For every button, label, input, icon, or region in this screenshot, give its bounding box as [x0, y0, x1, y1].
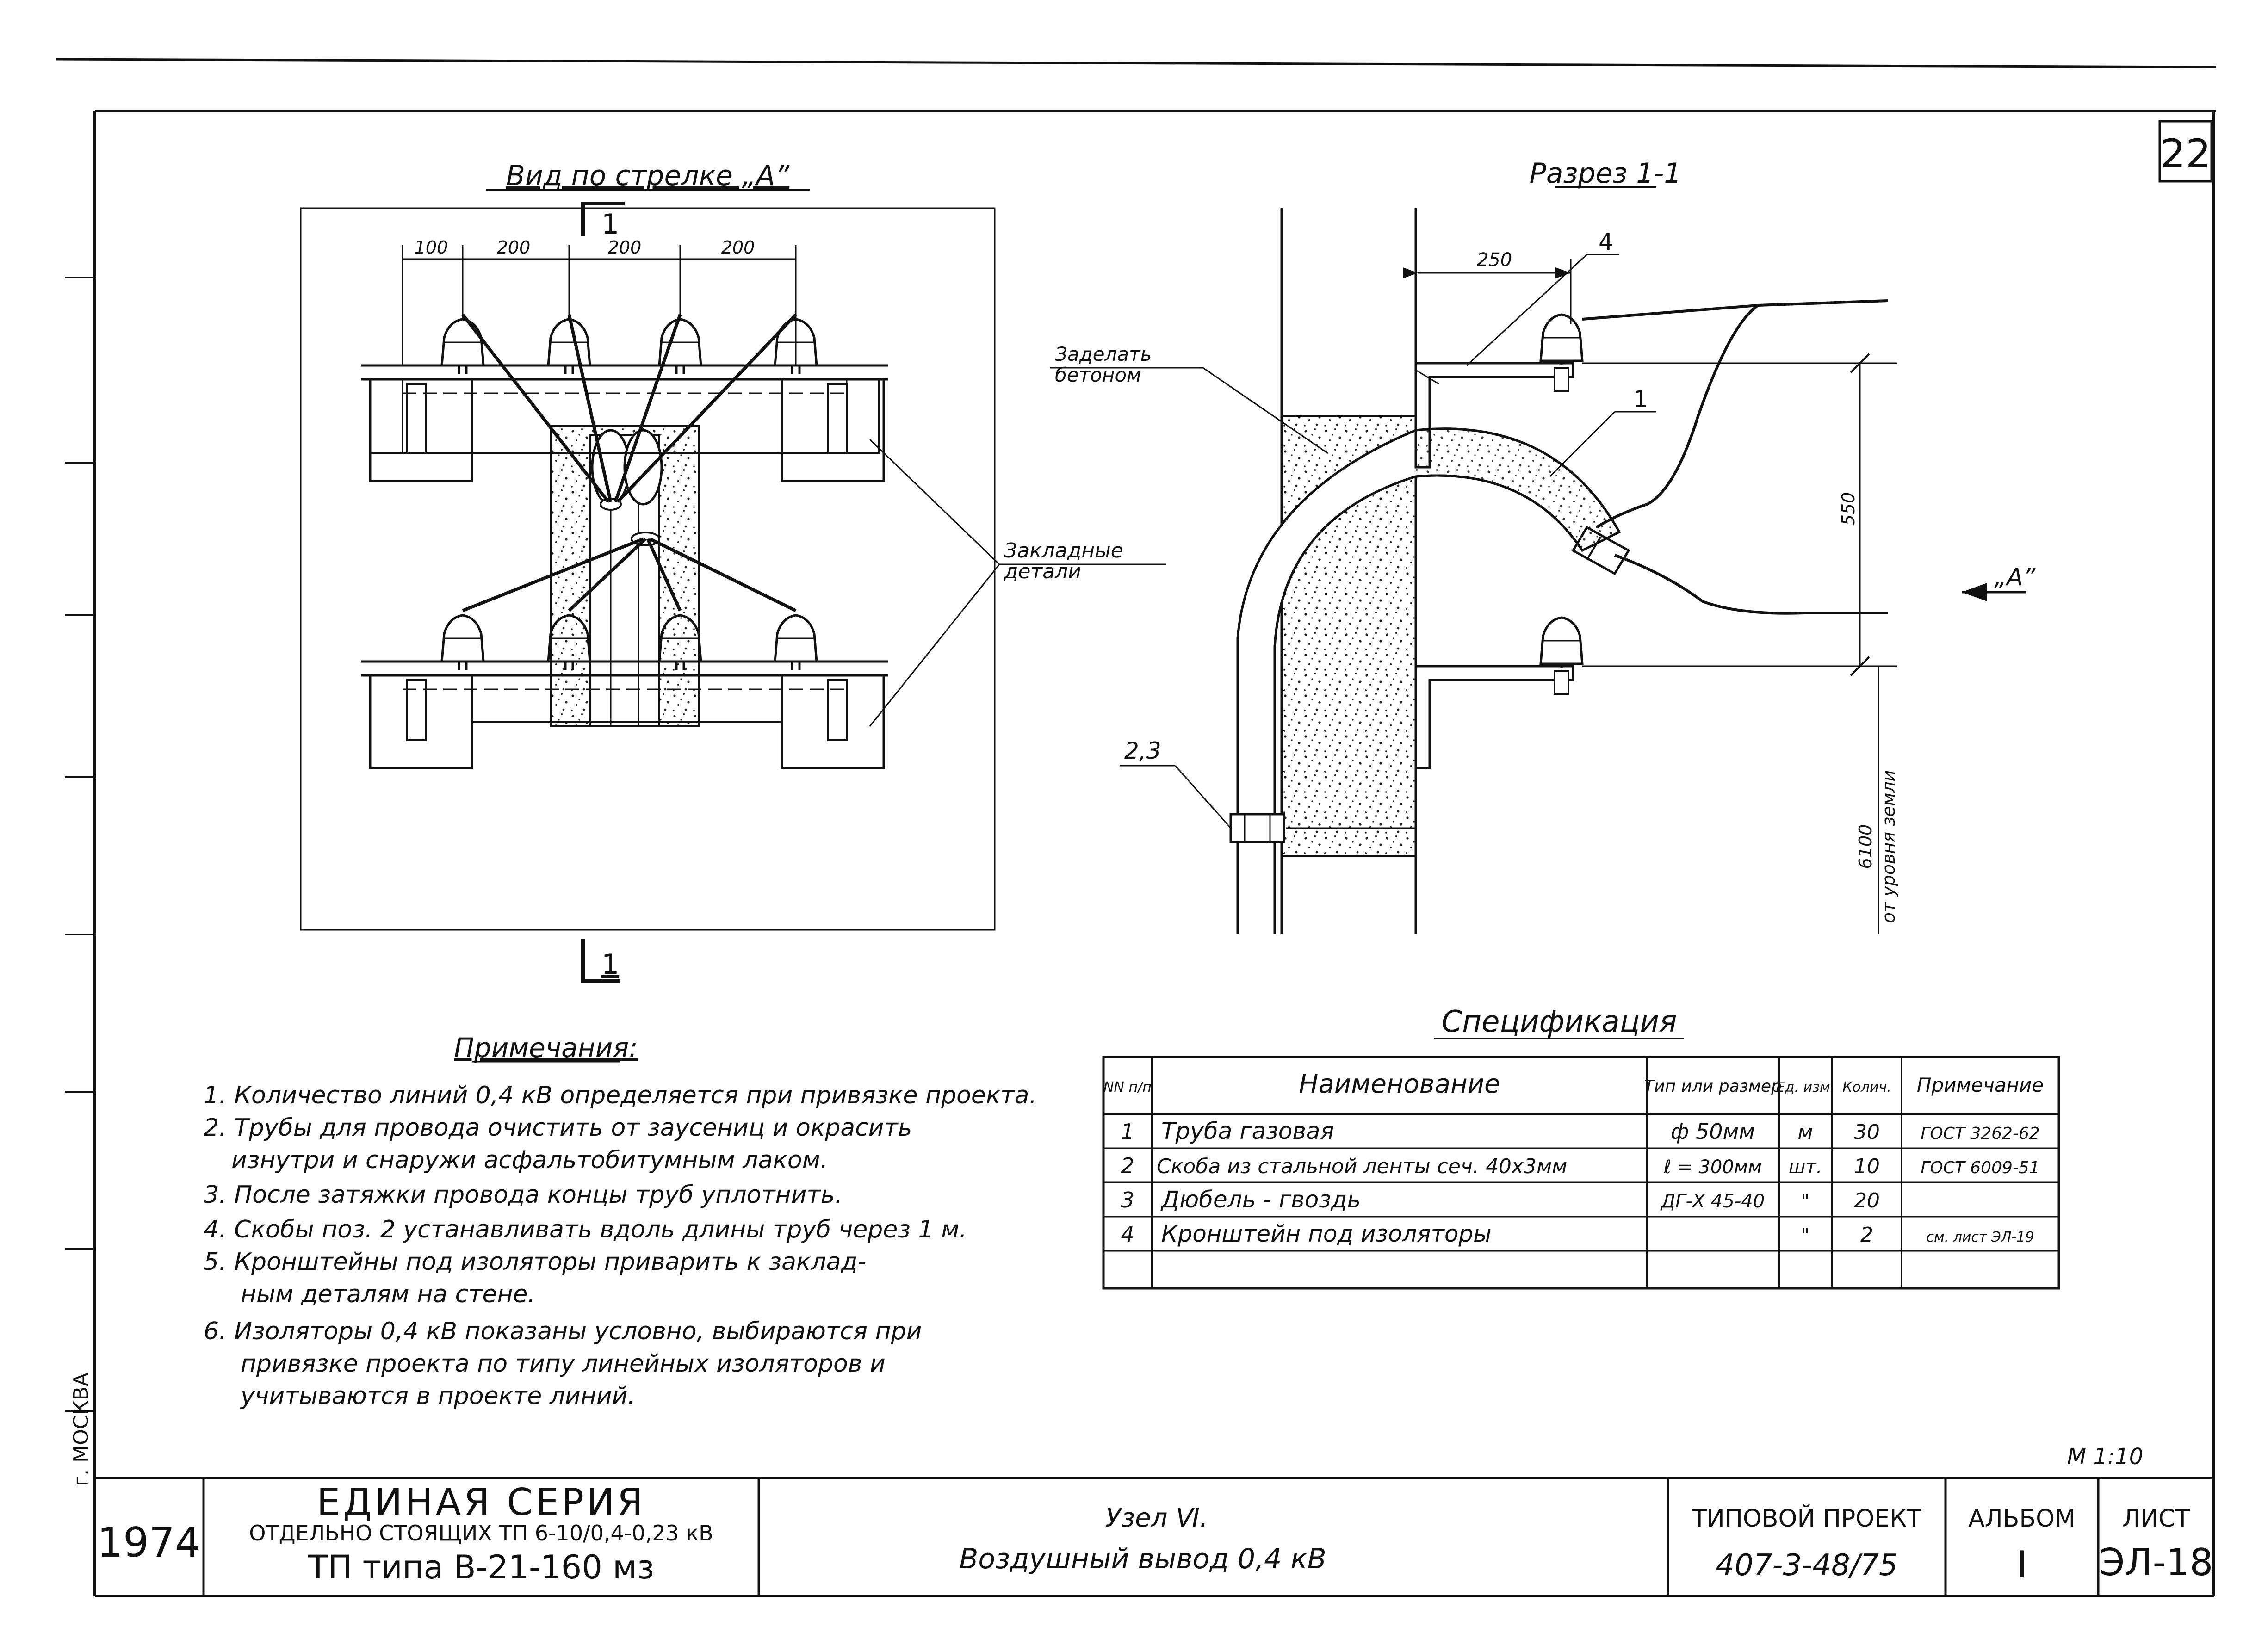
label-concrete-2: бетоном [1055, 364, 1141, 386]
insulators-lower-view [440, 614, 818, 670]
wire-lower-section [1614, 554, 1888, 615]
side-city-text: г. МОСКВА [69, 1373, 93, 1486]
note-line-10: учитываются в проекте линий. [240, 1382, 635, 1410]
title-album-number: I [2016, 1543, 2027, 1586]
wires-view [461, 313, 797, 612]
note-line-9: привязке проекта по типу линейных изолят… [241, 1350, 886, 1378]
scale-label: М 1:10 [2067, 1444, 2143, 1470]
sheet-number-box: 22 [2158, 120, 2213, 183]
spec-r1-name: Труба газовая [1161, 1118, 1334, 1144]
notes: Примечания: 1. Количество линий 0,4 кВ о… [204, 1032, 1037, 1410]
spec-r2-note: ГОСТ 6009-51 [1921, 1158, 2039, 1177]
section-mark-bottom: 1 [601, 948, 619, 981]
arrow-a-label: „А” [1994, 563, 2036, 591]
spec-r4-name: Кронштейн под изоляторы [1161, 1220, 1492, 1247]
note-line-3: изнутри и снаружи асфальтобитумным лаком… [231, 1146, 828, 1174]
spec-header-note: Примечание [1917, 1074, 2044, 1096]
dim-200-b: 200 [608, 237, 642, 258]
title-node-name: Воздушный вывод 0,4 кВ [959, 1543, 1326, 1575]
title-year: 1974 [97, 1519, 201, 1566]
wire-upper-section [1582, 299, 1888, 321]
dim-6100: 6100 [1855, 824, 1876, 869]
dim-550: 550 [1838, 492, 1859, 526]
title-series-1: ЕДИНАЯ СЕРИЯ [317, 1481, 646, 1524]
title-block: 1974 ЕДИНАЯ СЕРИЯ ОТДЕЛЬНО СТОЯЩИХ ТП 6-… [95, 1477, 2214, 1596]
spec-header-unit: Ед. изм. [1776, 1079, 1834, 1095]
title-series-2: ОТДЕЛЬНО СТОЯЩИХ ТП 6-10/0,4-0,23 кВ [249, 1521, 713, 1546]
spec-r2-num: 2 [1121, 1153, 1134, 1178]
section-mark-top: 1 [601, 208, 619, 241]
section-1-1: Разрез 1-1 [1050, 157, 2036, 934]
spec-r2-name: Скоба из стальной ленты сеч. 40х3мм [1157, 1155, 1567, 1178]
spec-r4-num: 4 [1121, 1222, 1134, 1247]
spec-r4-qty: 2 [1860, 1223, 1873, 1247]
spec-r3-qty: 20 [1854, 1189, 1880, 1212]
label-embedded-parts-2: детали [1004, 560, 1081, 583]
label-concrete-1: Заделать [1055, 343, 1152, 365]
specification: Спецификация NN п/п Наименование Тип или… [1102, 1005, 2060, 1290]
sheet-frame [55, 58, 2217, 1597]
title-node: Узел Ⅵ. [1105, 1503, 1208, 1533]
notes-title: Примечания: [454, 1032, 638, 1064]
wire-drop-section [1595, 304, 1759, 529]
title-series-3: ТП типа В-21-160 мз [308, 1548, 654, 1586]
spec-r2-unit: шт. [1789, 1157, 1822, 1178]
note-line-8: 6. Изоляторы 0,4 кВ показаны условно, вы… [204, 1317, 922, 1345]
view-a: Вид по стрелке „А” 1 1 100 200 200 200 [300, 160, 1166, 983]
note-line-6: 5. Кронштейны под изоляторы приварить к … [204, 1248, 866, 1276]
label-embedded-parts-1: Закладные [1004, 539, 1123, 563]
title-album-label: АЛЬБОМ [1968, 1505, 2076, 1533]
note-line-1: 1. Количество линий 0,4 кВ определяется … [204, 1082, 1037, 1109]
spec-header-name: Наименование [1299, 1069, 1500, 1099]
title-project-number: 407-3-48/75 [1716, 1548, 1898, 1583]
pos-1-label: 1 [1633, 386, 1648, 413]
bracket-lower-section [1414, 665, 1574, 769]
sheet-number: 22 [2160, 131, 2211, 177]
pos-2-3-label: 2,3 [1124, 737, 1161, 764]
spec-r3-num: 3 [1121, 1188, 1134, 1212]
view-a-title: Вид по стрелке „А” [506, 160, 790, 192]
title-project-label: ТИПОВОЙ ПРОЕКТ [1692, 1504, 1921, 1533]
spec-r3-name: Дюбель - гвоздь [1160, 1186, 1361, 1213]
spec-header-nn: NN п/п [1103, 1079, 1152, 1095]
spec-r1-note: ГОСТ 3262-62 [1921, 1124, 2039, 1143]
spec-header-qty: Колич. [1842, 1079, 1891, 1095]
dim-200-a: 200 [497, 237, 531, 258]
dim-6100-note: от уровня земли [1878, 770, 1899, 923]
pos-4-label: 4 [1599, 229, 1613, 255]
spec-title: Спецификация [1442, 1005, 1677, 1039]
dim-100: 100 [415, 237, 448, 258]
spec-r4-note: см. лист ЭЛ-19 [1927, 1229, 2034, 1245]
pipe-clamp [1229, 813, 1285, 843]
title-sheet-label: ЛИСТ [2122, 1505, 2190, 1533]
dim-200-c: 200 [721, 237, 755, 258]
spec-r3-type: ДГ-Ⅹ 45-40 [1660, 1191, 1765, 1212]
spec-header-type: Тип или размер [1644, 1077, 1782, 1096]
spec-r4-unit: " [1801, 1225, 1809, 1246]
section-title: Разрез 1-1 [1530, 157, 1682, 190]
note-line-2: 2. Трубы для провода очистить от заусени… [204, 1114, 912, 1142]
view-a-wall-outline [300, 207, 996, 931]
spec-r1-qty: 30 [1854, 1120, 1880, 1144]
spec-r1-unit: м [1797, 1120, 1813, 1144]
spec-r1-type: ф 50мм [1671, 1119, 1755, 1144]
note-line-5: 4. Скобы поз. 2 устанавливать вдоль длин… [204, 1216, 967, 1243]
title-sheet-number: ЭЛ-18 [2099, 1541, 2213, 1584]
dimension-chain: 100 200 200 200 [402, 237, 797, 365]
spec-r2-type: ℓ = 300мм [1663, 1157, 1762, 1178]
insulator-lower-section [1539, 616, 1584, 668]
note-line-4: 3. После затяжки провода концы труб упло… [204, 1181, 843, 1209]
insulator-upper-section [1539, 313, 1584, 365]
spec-r2-qty: 10 [1854, 1155, 1880, 1178]
spec-r1-num: 1 [1121, 1119, 1134, 1144]
note-line-7: ным деталям на стене. [241, 1280, 535, 1308]
bracket-upper-section [1414, 362, 1574, 469]
dim-250: 250 [1477, 249, 1512, 271]
spec-r3-unit: " [1801, 1191, 1809, 1212]
